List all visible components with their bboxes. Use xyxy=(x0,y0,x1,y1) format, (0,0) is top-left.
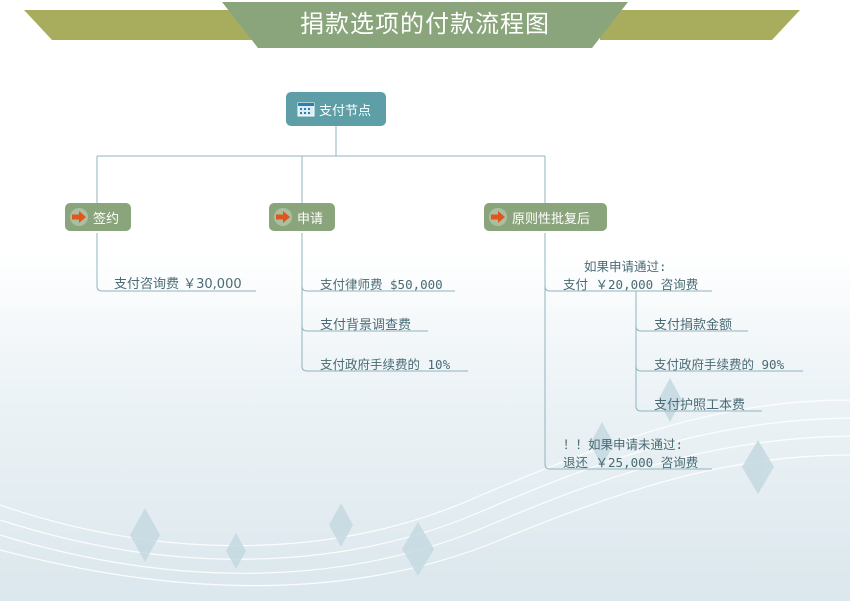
branch-node-label: 原则性批复后 xyxy=(512,211,591,227)
header-banner-right xyxy=(600,10,800,40)
decorative-swoosh-lines xyxy=(0,399,850,587)
branch-node-apply[interactable]: 申请 xyxy=(269,203,335,231)
leaf-passport-fee: 支付护照工本费 xyxy=(654,398,746,413)
leaf-donation-amount: 支付捐款金额 xyxy=(654,318,733,333)
leaf-approval-fail-refund: 退还 ￥25,000 咨询费 xyxy=(563,455,699,470)
header-banner-left xyxy=(24,10,262,40)
leaf-consulting-fee: 支付咨询费 ￥30,000 xyxy=(114,277,242,292)
branch-node-label: 签约 xyxy=(93,211,120,227)
arrow-right-icon xyxy=(489,208,507,226)
leaf-government-fee-90: 支付政府手续费的 90% xyxy=(654,357,785,372)
calendar-icon xyxy=(297,102,315,117)
leaf-approval-fail-note: ！！如果申请未通过: xyxy=(563,437,684,452)
leaf-approval-pass-payment: 支付 ￥20,000 咨询费 xyxy=(563,277,699,292)
root-node[interactable]: 支付节点 xyxy=(286,92,386,126)
page-title: 捐款选项的付款流程图 xyxy=(300,10,550,38)
leaf-approval-pass-note: 如果申请通过: xyxy=(584,259,667,274)
leaf-lawyer-fee: 支付律师费 $50,000 xyxy=(320,277,443,292)
connector-lines xyxy=(96,126,803,470)
leaf-government-fee-10: 支付政府手续费的 10% xyxy=(320,357,451,372)
branch-node-sign[interactable]: 签约 xyxy=(65,203,131,231)
title-plate xyxy=(222,2,628,48)
branch-node-label: 申请 xyxy=(297,211,324,227)
arrow-right-icon xyxy=(274,208,292,226)
leaf-background-check-fee: 支付背景调查费 xyxy=(320,318,412,333)
arrow-right-icon xyxy=(70,208,88,226)
root-node-label: 支付节点 xyxy=(318,103,371,119)
branch-node-approval[interactable]: 原则性批复后 xyxy=(484,203,607,231)
